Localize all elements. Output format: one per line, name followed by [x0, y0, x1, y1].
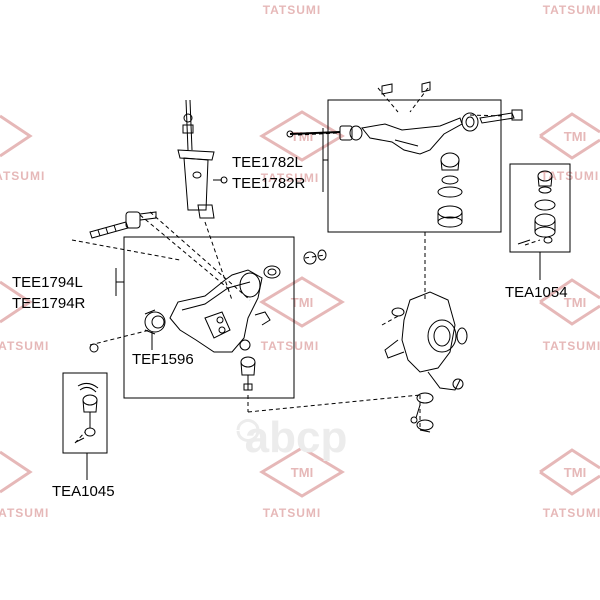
watermark-brand-text: TATSUMI — [261, 339, 320, 353]
label-tee1794l: TEE1794L — [12, 274, 83, 291]
lower-ball-joint-drawing — [75, 382, 99, 443]
watermark-brand-text: TATSUMI — [263, 3, 322, 17]
watermark-logo-text: TMI — [564, 295, 586, 310]
upper-ball-joint-drawing — [517, 170, 556, 245]
label-tee1794r: TEE1794R — [12, 295, 86, 312]
watermark-brand-text: TATSUMI — [543, 506, 600, 520]
label-tea1045: TEA1045 — [52, 483, 115, 500]
watermark-brand-text: TATSUMI — [261, 171, 320, 185]
lower-ball-joint-frame — [62, 372, 108, 454]
watermark-logo-text: TMI — [564, 465, 586, 480]
watermark-brand-text: TATSUMI — [0, 506, 49, 520]
steering-knuckle-drawing — [384, 291, 468, 433]
watermark-logo-text: TMI — [564, 129, 586, 144]
lower-arm-frame — [123, 236, 295, 399]
watermark-logo-text: TMI — [291, 295, 313, 310]
watermark-brand-text: TATSUMI — [0, 169, 45, 183]
watermark-brand-text: TATSUMI — [263, 506, 322, 520]
center-logo: abcp — [236, 413, 348, 462]
label-tee1782l: TEE1782L — [232, 154, 303, 171]
watermark-brand-text: TATSUMI — [543, 3, 600, 17]
lower-control-arm-drawing — [169, 269, 271, 353]
upper-ball-joint-frame — [509, 163, 571, 253]
label-tef1596: TEF1596 — [132, 351, 194, 368]
label-tee1782r: TEE1782R — [232, 175, 306, 192]
watermark-brand-text: TATSUMI — [543, 339, 600, 353]
watermark-brand-text: TATSUMI — [0, 339, 49, 353]
shock-absorber-drawing — [177, 99, 228, 219]
label-tea1054: TEA1054 — [505, 284, 568, 301]
watermark-logo-text: TMI — [291, 465, 313, 480]
center-logo-text: abcp — [245, 413, 348, 462]
upper-arm-frame — [327, 99, 502, 233]
upper-control-arm-drawing — [286, 81, 523, 155]
